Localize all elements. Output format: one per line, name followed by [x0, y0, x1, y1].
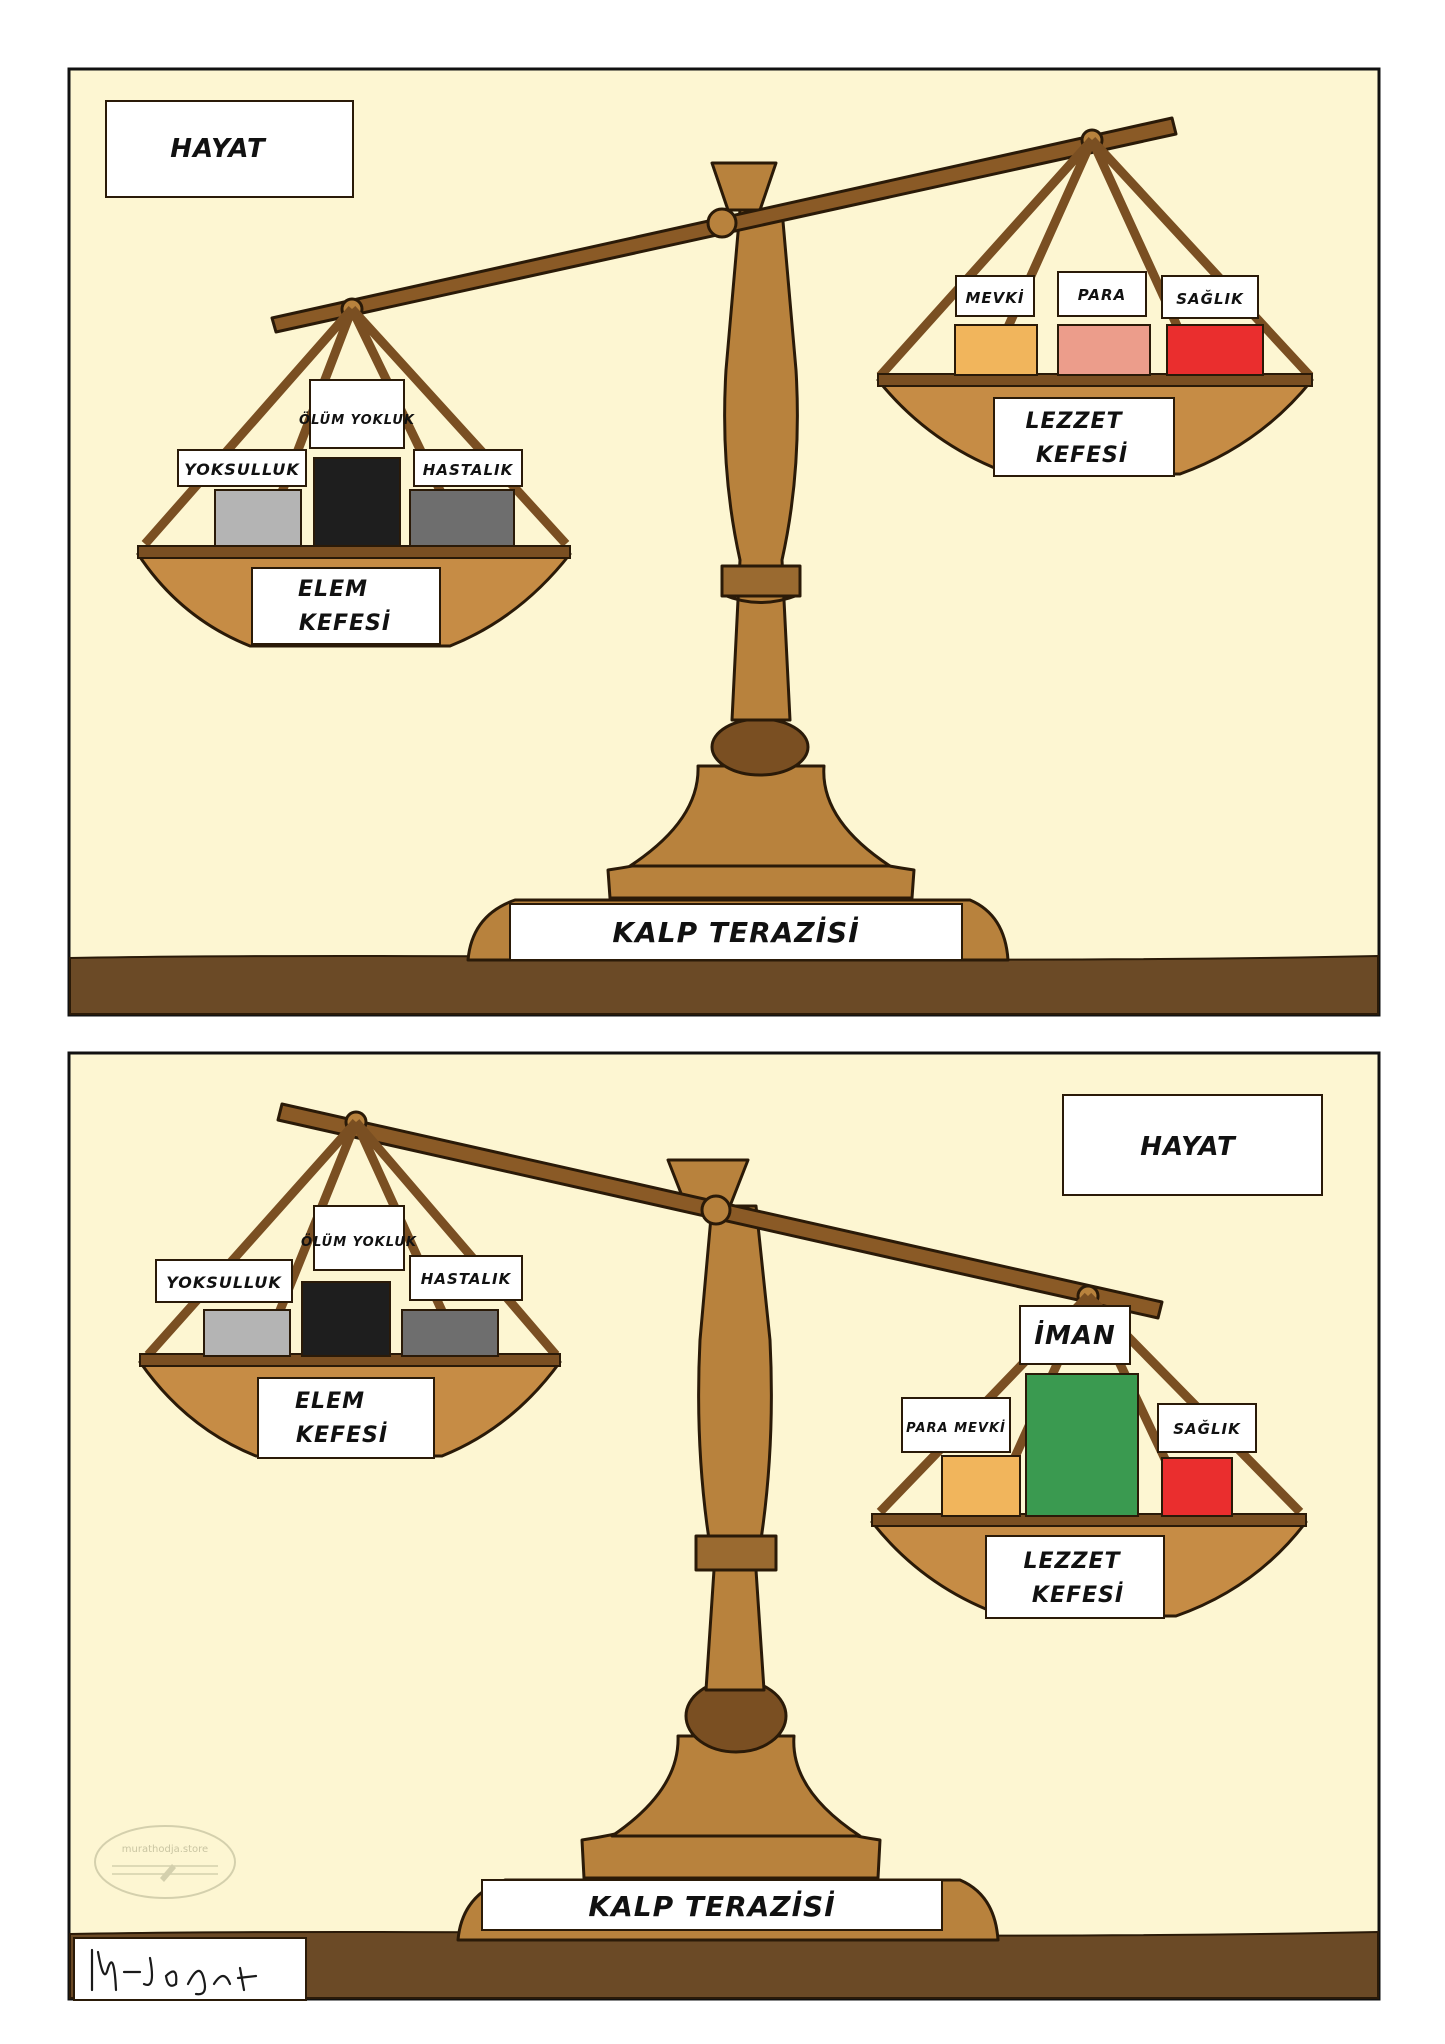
- title-box: [105, 100, 354, 198]
- block-saglik: [1161, 1457, 1233, 1517]
- scale-bell: [610, 1734, 862, 1838]
- block-mevki: [954, 324, 1038, 376]
- panel-top: HAYAT YOKSULLUK ÖLÜM YOKLUK: [67, 67, 1381, 1017]
- lezzet-kefesi-line1: LEZZET: [1024, 1549, 1122, 1574]
- ground-strip: [69, 954, 1379, 1015]
- block-hastalik: [401, 1309, 499, 1357]
- block-iman: [1025, 1373, 1139, 1517]
- kalp-terazisi-label: KALP TERAZİSİ: [588, 1889, 835, 1923]
- kalp-terazisi-box: [481, 1879, 943, 1931]
- lezzet-kefesi-line1: LEZZET: [1026, 409, 1124, 434]
- label-olum-yokluk: ÖLÜM YOKLUK: [301, 1234, 417, 1250]
- block-para-mevki: [941, 1455, 1021, 1517]
- label-hastalik: HASTALIK: [421, 1270, 512, 1288]
- label-hastalik: HASTALIK: [423, 461, 514, 479]
- elem-kefesi-line1: ELEM: [295, 1389, 365, 1414]
- label-olum-yokluk: ÖLÜM YOKLUK: [299, 412, 415, 428]
- panel-title: HAYAT: [170, 134, 267, 164]
- label-saglik: SAĞLIK: [1173, 1419, 1241, 1438]
- left-pan-ropes: [141, 305, 570, 548]
- block-saglik: [1166, 324, 1264, 376]
- signature-box: [73, 1937, 307, 2001]
- lezzet-kefesi-line2: KEFESİ: [1036, 442, 1128, 468]
- kalp-terazisi-label: KALP TERAZİSİ: [612, 915, 859, 949]
- elem-kefesi-line2: KEFESİ: [299, 610, 391, 636]
- elem-kefesi-box: [251, 567, 441, 645]
- block-yoksulluk: [214, 489, 302, 547]
- title-box: [1062, 1094, 1323, 1196]
- signature: [90, 1948, 258, 1996]
- scale-knob: [710, 717, 810, 777]
- elem-kefesi-line2: KEFESİ: [296, 1422, 388, 1448]
- left-pan-ropes: [144, 1119, 560, 1358]
- block-olum-yokluk: [313, 457, 401, 547]
- panel-bottom: HAYAT YOKSULLUK ÖLÜM YOKLUK HASTALIK ELE…: [67, 1051, 1381, 2001]
- beam-pivot: [706, 207, 738, 239]
- label-yoksulluk: YOKSULLUK: [184, 460, 300, 479]
- kalp-terazisi-box: [509, 903, 963, 961]
- elem-kefesi-line1: ELEM: [298, 577, 368, 602]
- block-hastalik: [409, 489, 515, 547]
- label-para: PARA: [1078, 286, 1126, 304]
- lezzet-kefesi-box: [993, 397, 1175, 477]
- pencil-icon: [160, 1864, 176, 1882]
- lezzet-kefesi-line2: KEFESİ: [1032, 1582, 1124, 1608]
- lezzet-kefesi-box: [985, 1535, 1165, 1619]
- panel-title: HAYAT: [1140, 1132, 1237, 1162]
- beam-pivot: [700, 1194, 732, 1226]
- block-para: [1057, 324, 1151, 376]
- scale-bell: [628, 764, 892, 868]
- watermark-text: murathodja.store: [122, 1844, 208, 1855]
- scale-column: [697, 1204, 773, 1692]
- elem-kefesi-box: [257, 1377, 435, 1459]
- block-yoksulluk: [203, 1309, 291, 1357]
- label-yoksulluk: YOKSULLUK: [166, 1273, 282, 1292]
- right-pan-ropes: [876, 136, 1314, 380]
- watermark-stamp: murathodja.store: [94, 1825, 236, 1899]
- label-para-mevki: PARA MEVKİ: [906, 1420, 1006, 1436]
- label-iman: İMAN: [1034, 1319, 1115, 1351]
- block-olum-yokluk: [301, 1281, 391, 1357]
- label-mevki: MEVKİ: [966, 288, 1025, 307]
- scale-column: [723, 208, 799, 722]
- label-saglik: SAĞLIK: [1176, 289, 1244, 308]
